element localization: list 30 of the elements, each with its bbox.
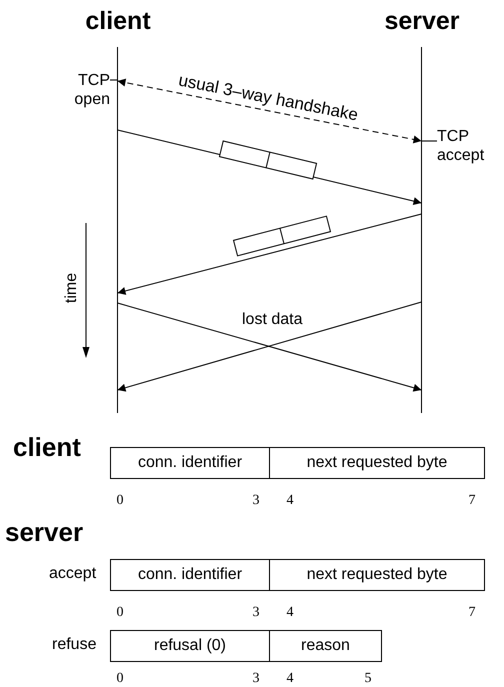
packet-field: next requested byte: [269, 559, 485, 591]
event-label: TCP open: [54, 71, 110, 109]
byte-offset: 4: [286, 671, 294, 687]
section-heading: server: [5, 517, 84, 548]
packet-field: refusal (0): [110, 630, 270, 662]
message-arrow: [117, 214, 422, 295]
byte-offset: 7: [468, 605, 476, 621]
event-label: TCP accept: [437, 127, 503, 165]
axis-label: time: [63, 272, 82, 304]
row-label: accept: [49, 565, 96, 583]
section-heading: client: [13, 432, 81, 463]
packet-field: reason: [269, 630, 382, 662]
packet-field: conn. identifier: [110, 447, 270, 479]
participant-label: client: [85, 7, 151, 36]
byte-offset: 4: [286, 605, 294, 621]
byte-offset: 4: [286, 493, 294, 509]
byte-offset: 3: [252, 671, 260, 687]
packet-field: conn. identifier: [110, 559, 270, 591]
byte-offset: 3: [252, 493, 260, 509]
byte-offset: 3: [252, 605, 260, 621]
row-label: refuse: [52, 636, 96, 654]
byte-offset: 5: [364, 671, 372, 687]
byte-offset: 7: [468, 493, 476, 509]
message-arrow: [117, 78, 422, 144]
byte-offset: 0: [116, 493, 124, 509]
leader-line: [421, 140, 438, 142]
byte-offset: 0: [116, 671, 124, 687]
packet-field: next requested byte: [269, 447, 485, 479]
participant-label: server: [384, 7, 460, 36]
byte-offset: 0: [116, 605, 124, 621]
